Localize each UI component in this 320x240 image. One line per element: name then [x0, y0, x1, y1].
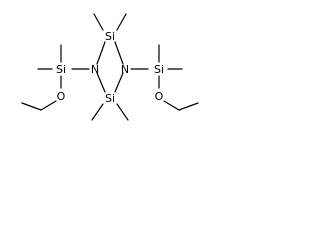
bond-n-left-si-bottom [96, 72, 106, 93]
bond-o-right-ch2 [163, 100, 180, 111]
atom-si-right: Si [154, 63, 164, 76]
bond-ch2-ch3-left [21, 102, 42, 111]
atom-si-ring-bottom: Si [105, 92, 115, 105]
left-silyl-bonds [21, 44, 62, 111]
bond-si-top-n-left [96, 41, 106, 65]
bond-ch2-ch3-right [178, 102, 199, 111]
atom-n-right: N [121, 63, 129, 76]
ring-bonds [96, 41, 124, 93]
bond-n-right-si-bottom [114, 72, 124, 93]
bond-o-left-ch2 [40, 100, 57, 111]
atom-o-right: O [155, 90, 164, 103]
bond-si-bottom-methyl-left [91, 103, 104, 121]
atom-labels: Si N N Si Si Si O O [56, 30, 164, 105]
right-silyl-bonds [158, 44, 199, 111]
bond-si-top-n-right [114, 41, 124, 65]
atom-si-ring-top: Si [105, 30, 115, 43]
atom-si-left: Si [56, 63, 66, 76]
atom-n-left: N [91, 63, 99, 76]
ring-methyl-bonds [91, 13, 129, 121]
bond-si-top-methyl-right [116, 13, 127, 31]
atom-o-left: O [57, 90, 66, 103]
chemical-structure-diagram: Si N N Si Si Si O O [21, 13, 199, 121]
bond-si-bottom-methyl-right [116, 103, 129, 121]
bond-si-top-methyl-left [93, 13, 104, 31]
